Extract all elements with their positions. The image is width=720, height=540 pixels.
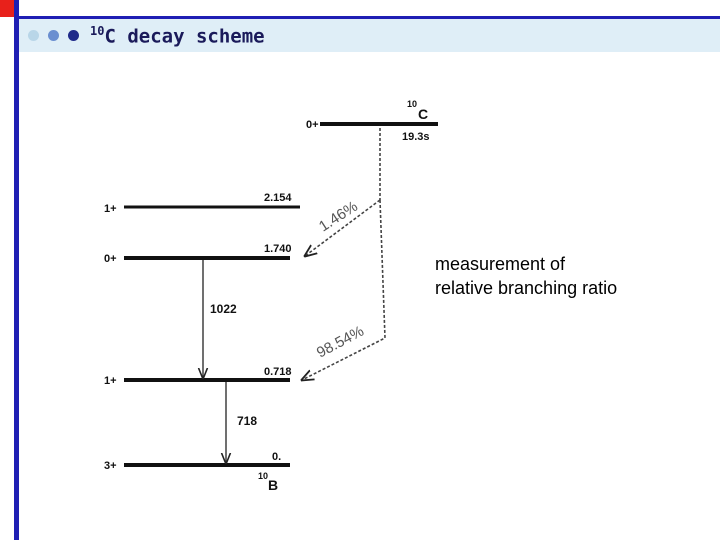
level-spin: 0+ xyxy=(104,253,117,265)
bullet-dot-dark xyxy=(68,30,79,41)
branch-percent-label: 98.54% xyxy=(314,323,367,362)
level-energy: 1.740 xyxy=(264,243,292,255)
parent-half-life: 19.3s xyxy=(402,131,430,143)
parent-spin: 0+ xyxy=(306,119,319,131)
title-band xyxy=(19,19,720,52)
title-text: C decay scheme xyxy=(104,25,265,48)
level-spin: 1+ xyxy=(104,203,117,215)
daughter-symbol: B xyxy=(268,477,278,493)
level-energy: 2.154 xyxy=(264,192,292,204)
branching-ratio-note: measurement of relative branching ratio xyxy=(435,252,617,300)
level-energy: 0. xyxy=(272,451,281,463)
note-line-1: measurement of xyxy=(435,254,566,274)
branch-percent-label: 1.46% xyxy=(316,198,361,235)
title-mass-number: 10 xyxy=(90,24,105,38)
top-rule xyxy=(19,16,720,19)
parent-symbol: C xyxy=(418,106,428,122)
level-spin: 3+ xyxy=(104,460,117,472)
corner-accent xyxy=(0,0,18,17)
level-spin: 1+ xyxy=(104,375,117,387)
level-energy: 0.718 xyxy=(264,366,292,378)
left-accent-bar xyxy=(14,0,19,540)
beta-branch-arrow-1740 xyxy=(305,199,381,256)
parent-mass-number: 10 xyxy=(407,99,417,109)
gamma-label: 1022 xyxy=(210,302,237,316)
note-line-2: relative branching ratio xyxy=(435,278,618,298)
bullet-dot-medium xyxy=(48,30,59,41)
page-title: 10C decay scheme xyxy=(90,24,265,47)
beta-branch-arrow-0718 xyxy=(302,199,386,380)
gamma-label: 718 xyxy=(237,414,257,428)
daughter-mass-number: 10 xyxy=(258,471,268,481)
bullet-dot-light xyxy=(28,30,39,41)
